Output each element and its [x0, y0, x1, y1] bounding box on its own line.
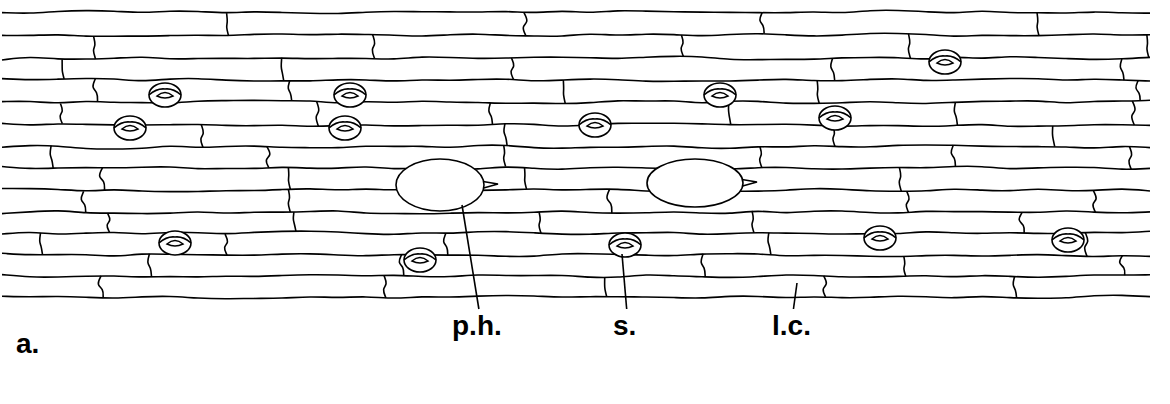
end-wall	[904, 256, 906, 276]
end-wall	[60, 103, 62, 123]
stoma	[609, 233, 641, 257]
end-wall	[954, 102, 957, 125]
end-wall	[444, 234, 448, 256]
end-wall	[288, 189, 290, 212]
stoma	[334, 83, 366, 107]
end-wall	[50, 146, 53, 169]
end-wall	[906, 191, 909, 212]
end-wall	[605, 278, 607, 297]
end-wall	[489, 103, 493, 125]
long-wall	[2, 33, 1150, 36]
end-wall	[281, 58, 283, 81]
part-label: l.c.	[772, 312, 811, 340]
long-wall	[2, 166, 1150, 169]
leader-line	[793, 283, 797, 309]
end-wall	[293, 212, 296, 231]
end-wall	[399, 254, 403, 275]
end-wall	[1085, 232, 1088, 256]
end-wall	[201, 124, 203, 147]
end-wall	[823, 276, 826, 297]
end-wall	[1037, 13, 1039, 36]
stoma	[819, 106, 851, 130]
stoma	[404, 248, 436, 272]
end-wall	[539, 212, 541, 233]
long-wall	[2, 10, 1150, 13]
end-wall	[1019, 212, 1024, 233]
end-wall	[148, 254, 152, 277]
end-wall	[62, 59, 64, 79]
stoma	[704, 83, 736, 107]
prickle-hair	[396, 159, 498, 211]
long-wall	[2, 275, 1150, 278]
long-wall	[2, 78, 1150, 81]
end-wall	[525, 168, 527, 189]
long-wall	[2, 211, 1150, 214]
end-wall	[316, 101, 319, 126]
end-wall	[1147, 35, 1149, 58]
stoma	[149, 83, 181, 107]
stoma	[864, 226, 896, 250]
leader-line	[462, 205, 479, 309]
end-wall	[98, 276, 103, 298]
end-wall	[288, 81, 291, 101]
end-wall	[752, 211, 754, 233]
end-wall	[372, 35, 374, 59]
stoma	[159, 231, 191, 255]
end-wall	[760, 13, 764, 34]
end-wall	[504, 145, 506, 166]
end-wall	[227, 13, 229, 36]
stoma	[1052, 228, 1084, 252]
long-wall	[2, 123, 1150, 126]
end-wall	[563, 80, 565, 104]
end-wall	[107, 213, 110, 232]
part-label: s.	[613, 312, 636, 340]
stoma	[114, 116, 146, 140]
end-wall	[908, 34, 910, 59]
stoma	[329, 116, 361, 140]
end-wall	[266, 147, 270, 168]
end-wall	[100, 168, 105, 190]
end-wall	[899, 167, 901, 191]
long-wall	[2, 295, 1150, 298]
end-wall	[768, 233, 771, 255]
end-wall	[1013, 277, 1016, 298]
end-wall	[1052, 126, 1054, 147]
end-wall	[384, 275, 387, 298]
end-wall	[1120, 255, 1125, 275]
end-wall	[817, 81, 819, 103]
end-wall	[1136, 81, 1140, 101]
end-wall	[1132, 101, 1135, 125]
end-wall	[607, 189, 612, 213]
end-wall	[523, 12, 527, 35]
end-wall	[760, 146, 762, 167]
long-wall	[2, 188, 1150, 191]
long-wall	[2, 145, 1150, 149]
long-wall	[2, 56, 1150, 60]
cell-walls	[2, 10, 1150, 298]
end-wall	[681, 35, 683, 56]
end-wall	[1129, 146, 1132, 169]
end-wall	[1120, 59, 1124, 80]
part-label: a.	[16, 330, 39, 358]
end-wall	[288, 167, 290, 189]
end-wall	[94, 36, 96, 59]
end-wall	[951, 145, 955, 166]
end-wall	[225, 234, 228, 255]
end-wall	[1093, 191, 1096, 212]
end-wall	[831, 58, 835, 81]
prickle-hair	[647, 159, 757, 207]
end-wall	[81, 191, 85, 213]
stoma	[579, 113, 611, 137]
end-wall	[701, 254, 705, 277]
end-wall	[504, 123, 507, 145]
end-wall	[93, 78, 98, 101]
stoma	[929, 50, 961, 74]
leader-line	[622, 254, 627, 309]
part-label: p.h.	[452, 312, 502, 340]
end-wall	[511, 58, 514, 79]
end-wall	[40, 233, 43, 255]
